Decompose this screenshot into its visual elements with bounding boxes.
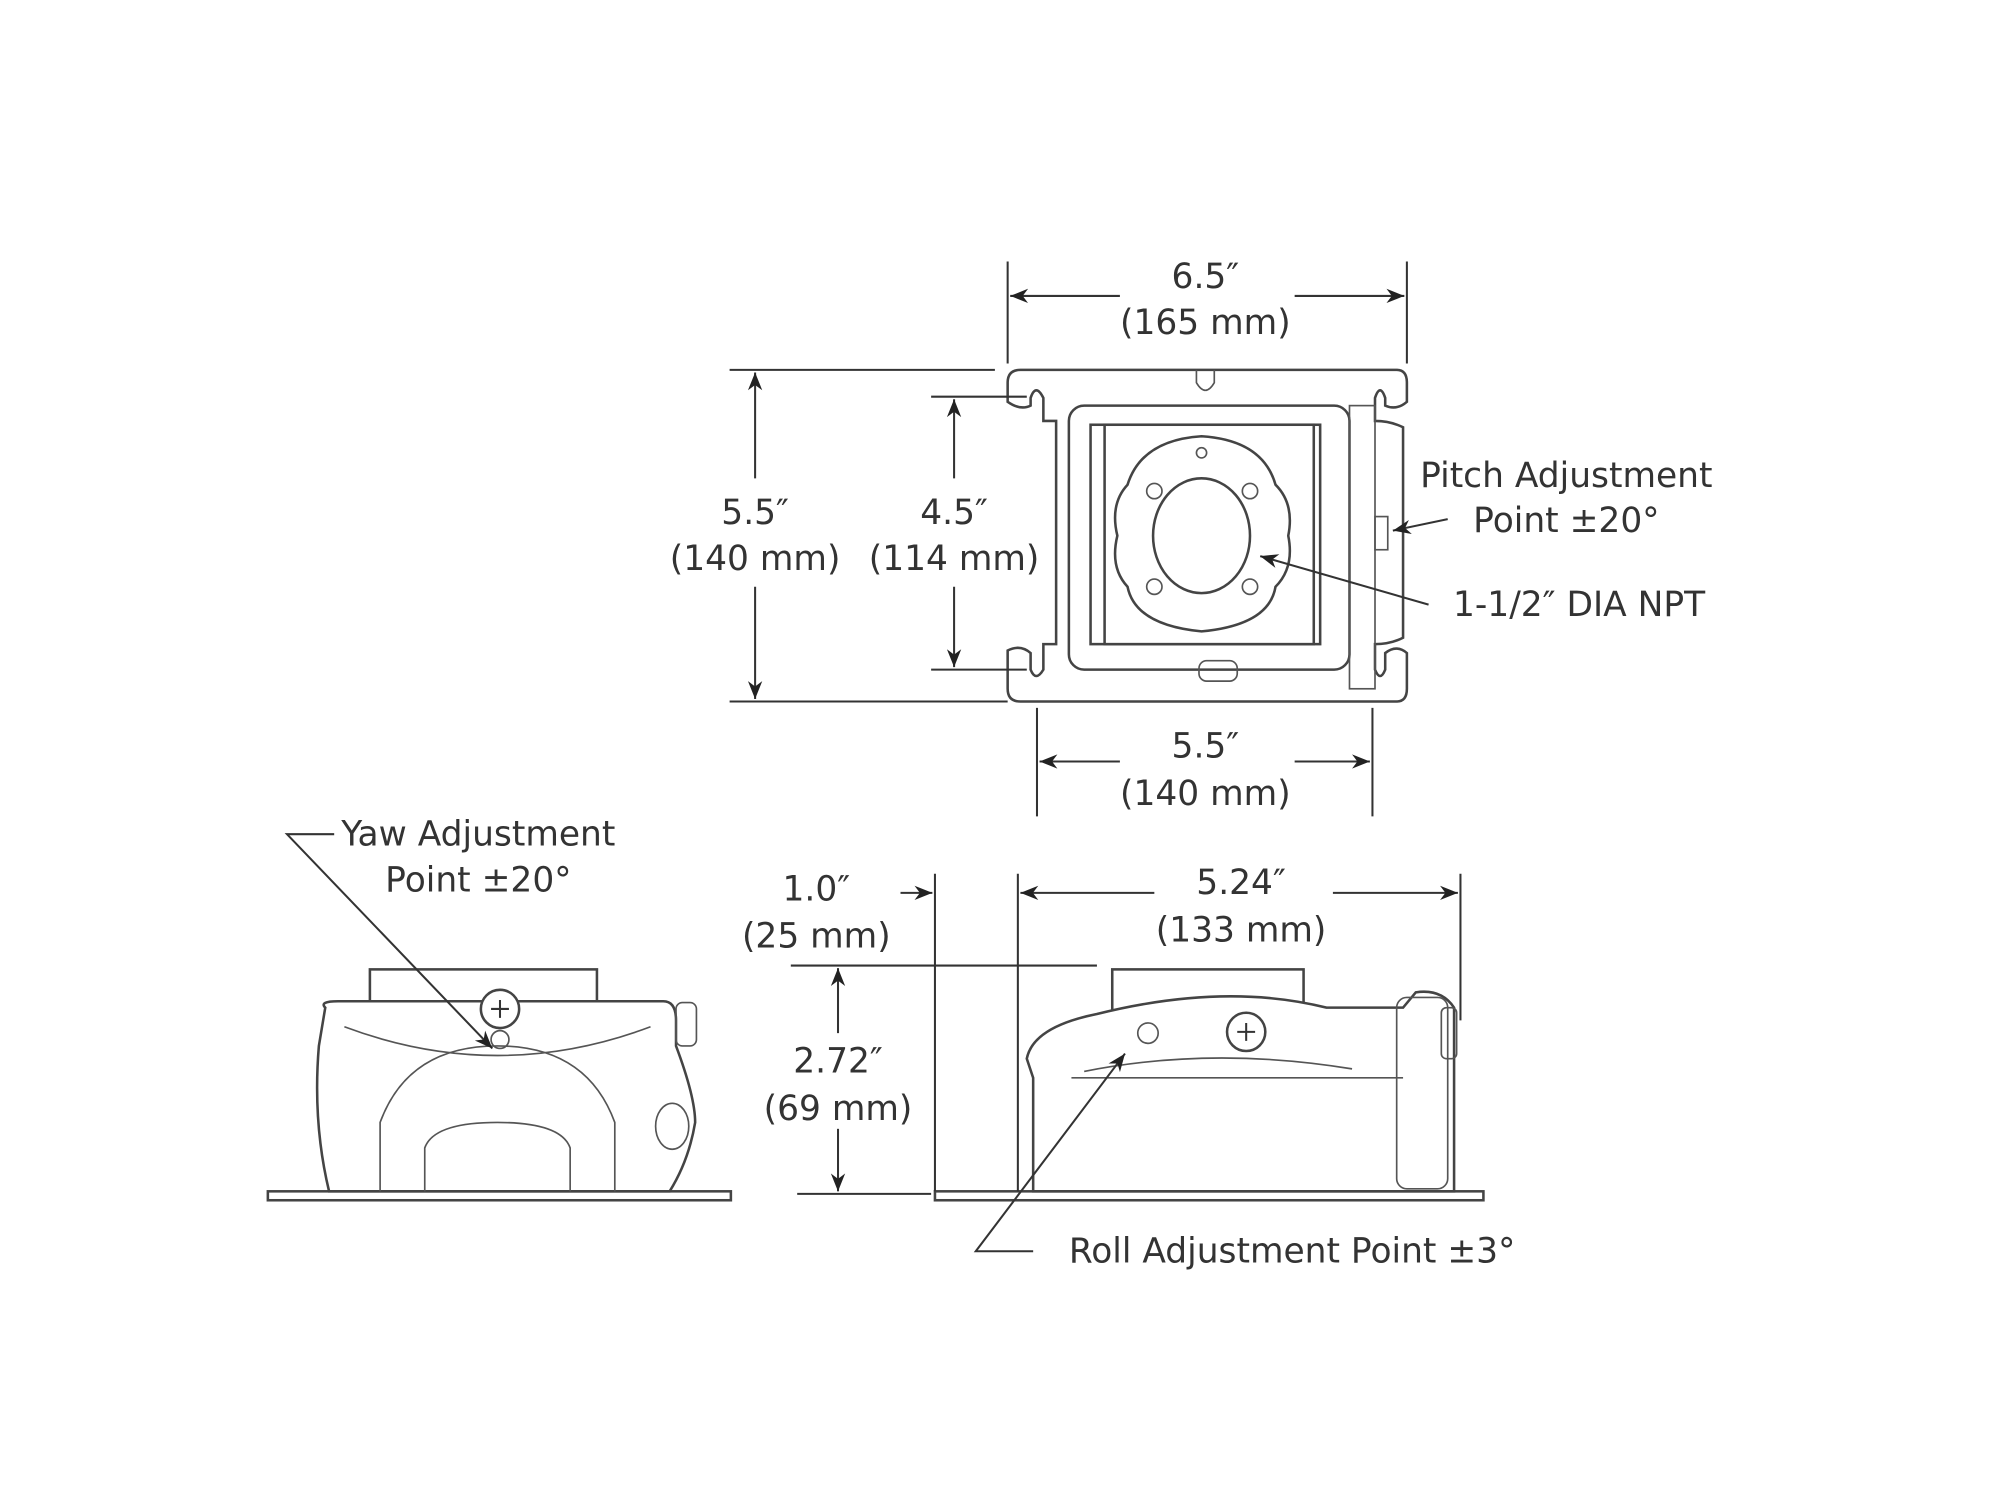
- npt-label: 1-1/2″ DIA NPT: [1453, 585, 1706, 625]
- top-view: 6.5″ (165 mm) 5.5″ (140 mm) 4.5″ (114 mm…: [670, 257, 1713, 817]
- inner-height-inches: 4.5″: [920, 493, 988, 533]
- top-height-mm: (140 mm): [670, 539, 841, 579]
- offset-inches: 1.0″: [783, 870, 851, 910]
- pitch-label-line1: Pitch Adjustment: [1420, 456, 1712, 496]
- npt-fitting: [1113, 434, 1292, 633]
- side-view: 1.0″ (25 mm) 5.24″ (133 mm) 2.72″ (69 mm…: [742, 863, 1515, 1272]
- bottom-width-inches: 5.5″: [1172, 727, 1240, 767]
- front-view: Yaw Adjustment Point ±20°: [266, 815, 733, 1202]
- yaw-label-line1: Yaw Adjustment: [340, 815, 615, 855]
- side-height-inches: 2.72″: [793, 1042, 883, 1082]
- pitch-label-line2: Point ±20°: [1473, 501, 1659, 541]
- offset-mm: (25 mm): [742, 917, 891, 957]
- top-width-mm: (165 mm): [1120, 303, 1291, 343]
- inner-height-mm: (114 mm): [869, 539, 1040, 579]
- side-height-mm: (69 mm): [764, 1089, 913, 1129]
- roll-label: Roll Adjustment Point ±3°: [1069, 1232, 1515, 1272]
- top-width-inches: 6.5″: [1172, 257, 1240, 297]
- bottom-width-mm: (140 mm): [1120, 774, 1291, 814]
- side-width-inches: 5.24″: [1196, 863, 1286, 903]
- top-height-inches: 5.5″: [721, 493, 789, 533]
- yaw-label-line2: Point ±20°: [385, 861, 571, 901]
- side-width-mm: (133 mm): [1156, 910, 1327, 950]
